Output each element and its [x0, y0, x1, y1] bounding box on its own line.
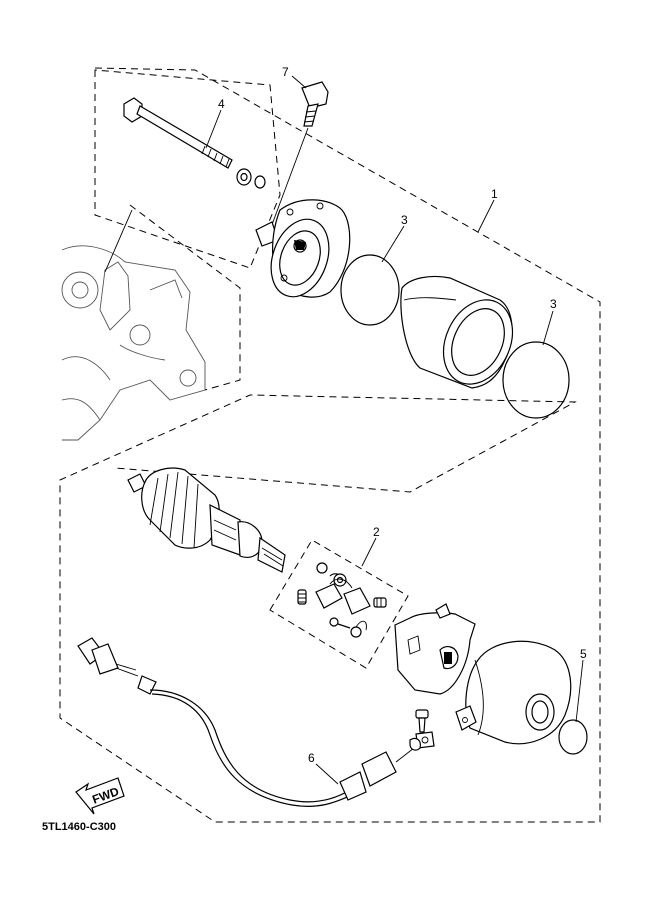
screw-part-7 [301, 81, 329, 127]
leader-line-3-lower [542, 310, 554, 346]
armature [127, 467, 286, 573]
callout-3-lower: 3 [550, 297, 557, 311]
brush-set-part-2 [297, 562, 387, 638]
leader-line-6 [315, 763, 339, 785]
leader-line-2 [361, 537, 377, 567]
leader-line-3-upper [381, 225, 405, 263]
brush-holder-plate [394, 603, 476, 695]
callout-2: 2 [373, 525, 380, 539]
callout-4: 4 [218, 97, 225, 111]
callout-leaders [205, 109, 584, 785]
long-bolt-part-4 [123, 97, 233, 169]
washer-part-4 [236, 168, 252, 186]
callout-5: 5 [580, 647, 587, 661]
terminal-bolt [415, 709, 435, 749]
callout-6: 6 [308, 751, 315, 765]
starter-front-cover [455, 640, 572, 745]
engine-case-outline [61, 209, 206, 441]
assembly-1-dashed-outline [59, 67, 601, 823]
o-ring-part-5 [558, 719, 588, 755]
callout-7: 7 [282, 65, 289, 79]
leader-line-7 [269, 75, 309, 231]
callout-3-upper: 3 [401, 213, 408, 227]
o-ring-part-3-upper [340, 254, 400, 326]
diagram-code: 5TL1460-C300 [42, 821, 116, 833]
group-4-dashed-outline [94, 69, 281, 269]
starter-yoke-housing [400, 275, 514, 389]
callout-1: 1 [491, 187, 498, 201]
leader-line-4 [205, 109, 222, 149]
starter-lead-wire-part-6 [77, 637, 421, 807]
o-ring-part-3-lower [502, 341, 570, 419]
starter-rear-cover [255, 199, 351, 298]
fwd-arrow-icon: FWD [75, 777, 125, 815]
engine-case-dashed-outline [129, 204, 241, 391]
group-2-dashed-outline [269, 539, 409, 669]
leader-line-5 [575, 659, 584, 723]
o-ring-part-4 [254, 175, 266, 189]
leader-line-1 [477, 199, 495, 233]
